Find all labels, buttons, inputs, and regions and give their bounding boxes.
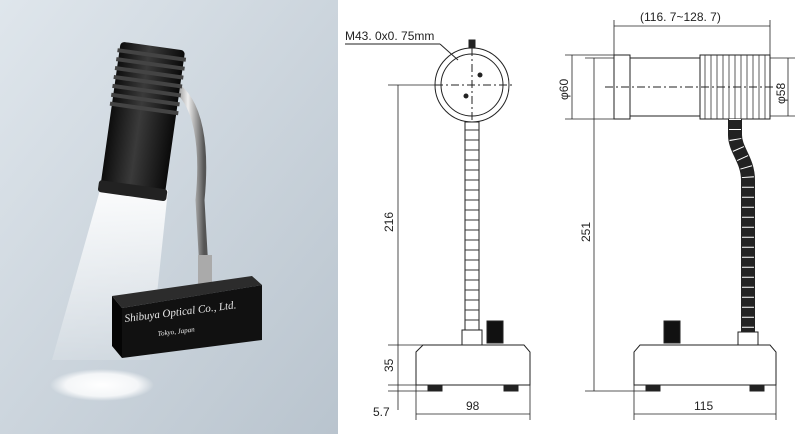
side-knob [663,320,681,344]
front-foot-right [503,384,519,392]
lamp-body [100,42,185,199]
outer-diameter-label: φ60 [557,79,571,100]
foot-height-label: 5.7 [373,405,390,419]
light-spot [50,369,154,401]
front-foot-left [427,384,443,392]
thread-spec-label: M43. 0x0. 75mm [345,29,434,43]
side-length-label: (116. 7~128. 7) [640,10,721,24]
base-top [112,276,262,308]
front-base [415,344,531,386]
front-view-drawing [345,39,531,420]
side-collar [737,331,759,346]
lamp-head [97,42,187,202]
side-view-drawing [565,20,795,420]
inner-diameter-label: φ58 [774,83,788,104]
side-height-label: 251 [579,222,593,242]
base-height-label: 35 [382,358,396,372]
set-screw [468,39,476,49]
side-gooseneck [728,119,755,335]
front-knob [486,320,504,344]
screw-hole-1 [477,72,483,78]
front-width-label: 98 [466,399,480,413]
side-width-label: 115 [694,399,713,413]
product-photo: Shibuya Optical Co., Ltd. Tokyo, Japan [0,0,338,434]
lamp-bezel [97,180,168,202]
gooseneck-arm [169,81,209,271]
base-side [112,296,122,358]
heat-fins [109,48,187,116]
front-height-label: 216 [382,212,396,232]
front-gooseneck [464,121,480,333]
side-base [633,344,777,386]
base-front [122,285,262,358]
thread-leader-arrow [439,43,459,61]
front-collar [461,329,483,346]
side-foot-left [645,384,661,392]
screw-hole-2 [463,93,469,99]
side-foot-right [749,384,765,392]
